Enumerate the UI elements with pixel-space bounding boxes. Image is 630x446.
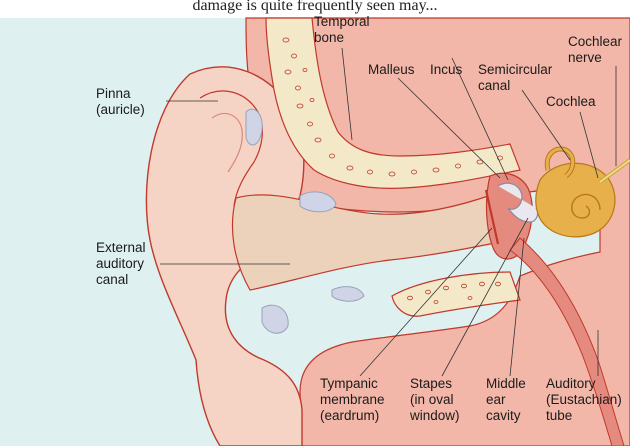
- label-line: Cochlea: [546, 94, 596, 110]
- label-line: bone: [314, 30, 370, 46]
- label-pinna: Pinna (auricle): [96, 86, 145, 118]
- label-line: (auricle): [96, 102, 145, 118]
- label-line: Middle: [486, 376, 526, 392]
- label-tympanic-membrane: Tympanic membrane (eardrum): [320, 376, 385, 424]
- label-line: Temporal: [314, 14, 370, 30]
- label-line: nerve: [568, 50, 622, 66]
- label-line: Auditory: [546, 376, 622, 392]
- label-line: Semicircular: [478, 62, 552, 78]
- label-line: (Eustachian): [546, 392, 622, 408]
- label-malleus: Malleus: [368, 62, 415, 78]
- label-line: Stapes: [410, 376, 460, 392]
- label-line: ear: [486, 392, 526, 408]
- label-line: Tympanic: [320, 376, 385, 392]
- label-line: window): [410, 408, 460, 424]
- label-stapes: Stapes (in oval window): [410, 376, 460, 424]
- label-line: Incus: [430, 62, 462, 78]
- label-auditory-tube: Auditory (Eustachian) tube: [546, 376, 622, 424]
- label-incus: Incus: [430, 62, 462, 78]
- label-semicircular-canal: Semicircular canal: [478, 62, 552, 94]
- label-line: auditory: [96, 256, 146, 272]
- label-line: Cochlear: [568, 34, 622, 50]
- label-line: canal: [478, 78, 552, 94]
- label-line: External: [96, 240, 146, 256]
- label-line: Malleus: [368, 62, 415, 78]
- top-caption: damage is quite frequently seen may...: [0, 0, 630, 15]
- label-cochlea: Cochlea: [546, 94, 596, 110]
- label-temporal-bone: Temporal bone: [314, 14, 370, 46]
- label-external-auditory-canal: External auditory canal: [96, 240, 146, 288]
- label-line: membrane: [320, 392, 385, 408]
- label-middle-ear-cavity: Middle ear cavity: [486, 376, 526, 424]
- label-line: cavity: [486, 408, 526, 424]
- label-line: Pinna: [96, 86, 145, 102]
- label-line: (in oval: [410, 392, 460, 408]
- label-line: tube: [546, 408, 622, 424]
- label-line: canal: [96, 272, 146, 288]
- label-cochlear-nerve: Cochlear nerve: [568, 34, 622, 66]
- label-line: (eardrum): [320, 408, 385, 424]
